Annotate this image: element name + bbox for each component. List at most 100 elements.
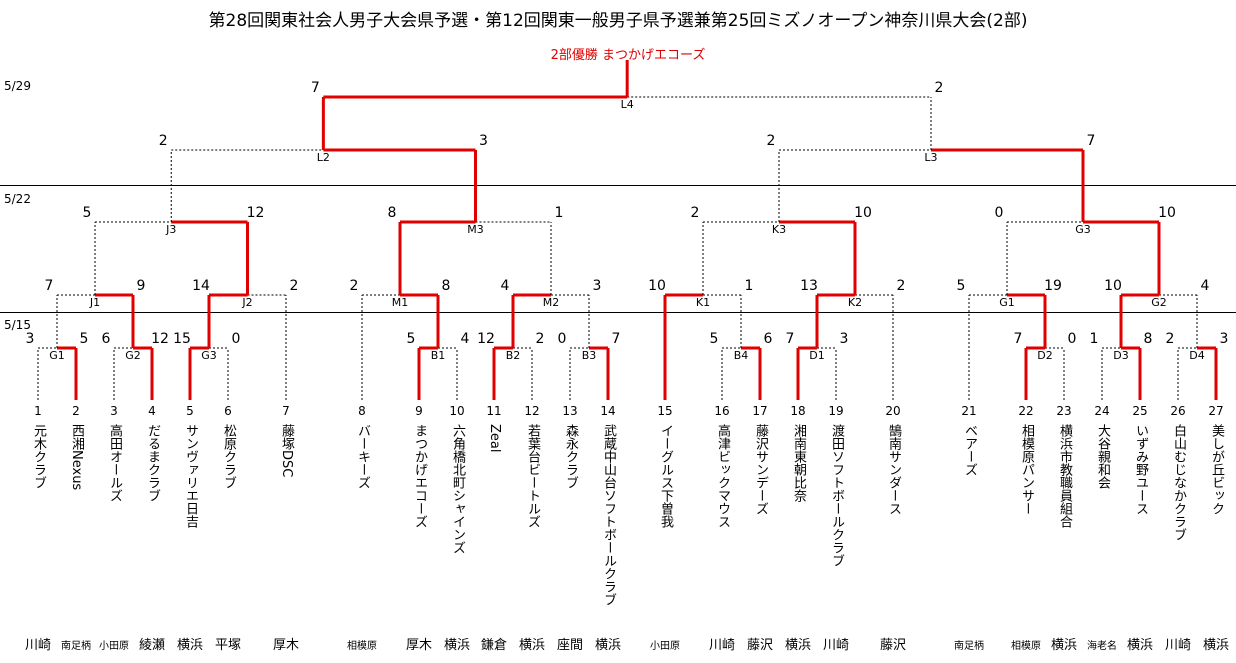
team-city: 厚木 xyxy=(405,638,433,653)
score-a: 7 xyxy=(1013,331,1023,347)
team-number: 5 xyxy=(186,404,194,418)
team-name: 大谷親和会 xyxy=(1095,424,1110,489)
date-label-round1: 5/15 xyxy=(4,318,31,332)
team-city: 川崎 xyxy=(822,638,850,653)
team-city: 横浜 xyxy=(1202,638,1230,653)
team-city: 厚木 xyxy=(272,638,300,653)
team-city: 横浜 xyxy=(1126,638,1154,653)
score-a: 3 xyxy=(25,331,35,347)
score-a: 6 xyxy=(101,331,111,347)
score-a: 5 xyxy=(709,331,719,347)
match-label: G1 xyxy=(49,349,65,362)
team-city: 南足柄 xyxy=(61,641,91,652)
score-a: 2 xyxy=(690,205,700,221)
score-b: 1 xyxy=(744,278,754,294)
team-name: サンヴァリエ日吉 xyxy=(183,424,198,528)
team-number: 3 xyxy=(110,404,118,418)
match-label: J3 xyxy=(166,223,177,236)
team-city: 小田原 xyxy=(99,641,129,652)
team-city: 綾瀬 xyxy=(138,638,166,653)
round-divider xyxy=(0,312,1236,313)
team-city: 海老名 xyxy=(1087,641,1117,652)
score-b: 0 xyxy=(231,331,241,347)
match-label: D4 xyxy=(1189,349,1205,362)
page-title: 第28回関東社会人男子大会県予選・第12回関東一般男子県予選兼第25回ミズノオー… xyxy=(208,11,1028,31)
score-b: 3 xyxy=(1219,331,1229,347)
team-name: バーキーズ xyxy=(355,424,370,489)
match-label: L3 xyxy=(924,151,938,164)
team-number: 22 xyxy=(1018,404,1034,418)
team-number: 11 xyxy=(486,404,502,418)
score-b: 6 xyxy=(763,331,773,347)
score-b: 2 xyxy=(289,278,299,294)
team-name: 渡田ソフトボールクラブ xyxy=(829,424,844,567)
match-label: M2 xyxy=(542,296,560,309)
score-b: 2 xyxy=(535,331,545,347)
score-b: 1 xyxy=(554,205,564,221)
team-city: 横浜 xyxy=(1050,638,1078,653)
score-b: 5 xyxy=(79,331,89,347)
team-name: 若葉台ビートルズ xyxy=(525,424,540,528)
score-b: 9 xyxy=(136,278,146,294)
team-name: 森永クラブ xyxy=(563,424,578,489)
score-a: 0 xyxy=(557,331,567,347)
team-name: 六角橋北町シャインズ xyxy=(450,424,465,554)
match-label: B3 xyxy=(581,349,597,362)
team-name: だるまクラブ xyxy=(145,424,160,502)
match-label: G2 xyxy=(1151,296,1167,309)
team-city: 横浜 xyxy=(443,638,471,653)
score-a: 2 xyxy=(158,133,168,149)
score-a: 15 xyxy=(173,331,191,347)
match-label: B4 xyxy=(733,349,749,362)
team-number: 1 xyxy=(34,404,42,418)
score-b: 0 xyxy=(1067,331,1077,347)
score-a: 8 xyxy=(387,205,397,221)
team-name: 白山むじなかクラブ xyxy=(1171,424,1186,541)
team-number: 13 xyxy=(562,404,578,418)
match-label: D1 xyxy=(809,349,825,362)
team-name: ベアーズ xyxy=(962,424,977,476)
team-number: 14 xyxy=(600,404,616,418)
score-b: 8 xyxy=(1143,331,1153,347)
match-label: D3 xyxy=(1113,349,1129,362)
team-name: 美しが丘ビック xyxy=(1209,424,1224,515)
team-city: 南足柄 xyxy=(954,641,984,652)
team-name: 高田オールズ xyxy=(107,424,122,502)
score-b: 4 xyxy=(1200,278,1210,294)
score-a: 12 xyxy=(477,331,495,347)
score-b: 3 xyxy=(839,331,849,347)
team-number: 15 xyxy=(657,404,673,418)
team-number: 16 xyxy=(714,404,730,418)
team-name: 元木クラブ xyxy=(31,424,46,489)
match-label: M1 xyxy=(391,296,409,309)
score-a: 7 xyxy=(310,80,320,96)
team-city: 小田原 xyxy=(650,641,680,652)
date-label-final: 5/29 xyxy=(4,79,31,93)
team-number: 7 xyxy=(282,404,290,418)
team-city: 横浜 xyxy=(594,638,622,653)
team-number: 19 xyxy=(828,404,844,418)
score-a: 4 xyxy=(500,278,510,294)
team-name: まつかげエコーズ xyxy=(412,424,427,528)
team-name: 高津ビックマウス xyxy=(715,424,730,528)
team-name: 武蔵中山台ソフトボールクラブ xyxy=(601,424,616,606)
team-city: 横浜 xyxy=(176,638,204,653)
match-label: K1 xyxy=(695,296,711,309)
team-name: 鵠南サンダース xyxy=(886,424,901,515)
team-number: 24 xyxy=(1094,404,1110,418)
team-city: 川崎 xyxy=(24,638,52,653)
team-number: 21 xyxy=(961,404,977,418)
score-b: 7 xyxy=(1086,133,1096,149)
date-label-round2: 5/22 xyxy=(4,192,31,206)
score-a: 5 xyxy=(956,278,966,294)
score-a: 13 xyxy=(800,278,818,294)
team-number: 10 xyxy=(449,404,465,418)
team-name: 西湘Nexus xyxy=(69,424,84,491)
score-b: 3 xyxy=(592,278,602,294)
team-city: 川崎 xyxy=(1164,638,1192,653)
team-city: 横浜 xyxy=(518,638,546,653)
score-b: 19 xyxy=(1044,278,1062,294)
team-number: 6 xyxy=(224,404,232,418)
score-a: 5 xyxy=(406,331,416,347)
score-b: 12 xyxy=(151,331,169,347)
